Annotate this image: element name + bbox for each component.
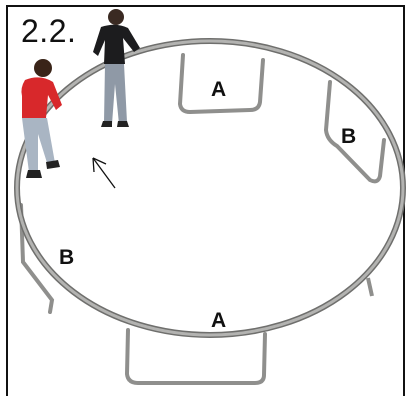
leg-label-b-right: B xyxy=(341,125,357,148)
pointer-arrow xyxy=(92,157,116,189)
leg-label-b-left: B xyxy=(59,246,75,269)
leg-label-a-top: A xyxy=(211,78,227,101)
frame-ring-shadow xyxy=(14,38,406,338)
leg-section-bottom xyxy=(124,328,267,385)
leg-section-right xyxy=(323,80,386,184)
person-red-shirt xyxy=(21,59,62,178)
frame-ring xyxy=(15,39,405,337)
step-number: 2.2. xyxy=(21,13,77,49)
leg-section-left xyxy=(19,203,55,314)
person-black-shirt xyxy=(93,9,140,127)
leg-section-top xyxy=(177,53,265,115)
leg-label-a-bottom: A xyxy=(211,309,227,332)
leg-tip-right xyxy=(366,277,374,297)
